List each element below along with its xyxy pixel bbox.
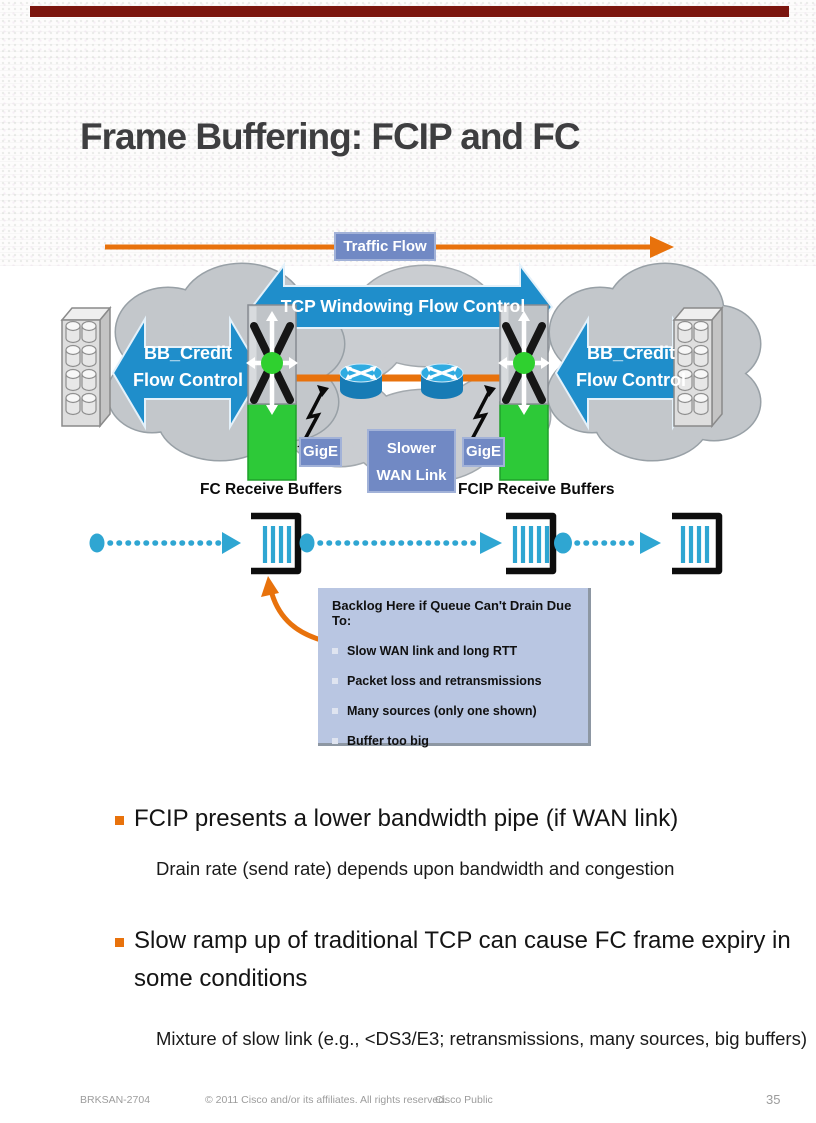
bullet-2-text: Slow ramp up of traditional TCP can caus… <box>134 927 791 992</box>
callout-item: Buffer too big <box>332 734 578 748</box>
gige-left-label: GigE <box>299 437 342 467</box>
callout-arrow <box>261 576 322 643</box>
end-buffer-icon <box>672 516 719 571</box>
callout-title: Backlog Here if Queue Can't Drain Due To… <box>332 598 572 628</box>
bullet-1-subtext: Drain rate (send rate) depends upon band… <box>156 858 675 879</box>
bb-credit-right-label: BB_Credit Flow Control <box>576 343 686 390</box>
top-accent-bar <box>30 6 789 17</box>
storage-array-left-icon <box>60 305 112 429</box>
callout-item: Many sources (only one shown) <box>332 704 578 718</box>
square-bullet-icon <box>332 738 338 744</box>
callout-item-text: Many sources (only one shown) <box>347 704 537 718</box>
fc-receive-buffers-label: FC Receive Buffers <box>200 481 343 498</box>
wan-link-label: Slower WAN Link <box>367 429 456 493</box>
header-texture <box>0 0 816 266</box>
backlog-callout-box: Backlog Here if Queue Can't Drain Due To… <box>318 588 591 748</box>
buffer-queue-row <box>89 516 720 571</box>
square-bullet-icon <box>332 678 338 684</box>
router-left-icon <box>338 362 384 401</box>
tcp-windowing-label: TCP Windowing Flow Control <box>280 296 526 316</box>
square-bullet-icon <box>332 708 338 714</box>
callout-item: Slow WAN link and long RTT <box>332 644 578 658</box>
gige-right-label: GigE <box>462 437 505 467</box>
fcip-receive-buffers-label: FCIP Receive Buffers <box>458 481 615 498</box>
footer-copyright: © 2011 Cisco and/or its affiliates. All … <box>205 1094 447 1106</box>
footer-classification: Cisco Public <box>435 1094 493 1106</box>
page-number: 35 <box>766 1092 781 1107</box>
callout-item-text: Slow WAN link and long RTT <box>347 644 518 658</box>
orange-bullet-icon <box>115 938 124 947</box>
bullet-1-text: FCIP presents a lower bandwidth pipe (if… <box>134 805 679 832</box>
traffic-flow-label: Traffic Flow <box>334 232 436 261</box>
orange-bullet-icon <box>115 816 124 825</box>
callout-item: Packet loss and retransmissions <box>332 674 578 688</box>
callout-item-text: Buffer too big <box>347 734 429 748</box>
page-title: Frame Buffering: FCIP and FC <box>80 116 581 157</box>
footer-session-id: BRKSAN-2704 <box>80 1094 151 1106</box>
storage-array-right-icon <box>672 305 724 429</box>
network-diagram <box>60 236 762 643</box>
square-bullet-icon <box>332 648 338 654</box>
router-right-icon <box>419 362 465 401</box>
fc-switch-left-icon <box>246 305 298 480</box>
bb-credit-left-label: BB_Credit Flow Control <box>133 343 243 390</box>
fc-switch-right-icon <box>498 305 550 480</box>
bullet-2-subtext: Mixture of slow link (e.g., <DS3/E3; ret… <box>156 1028 808 1049</box>
callout-item-text: Packet loss and retransmissions <box>347 674 542 688</box>
